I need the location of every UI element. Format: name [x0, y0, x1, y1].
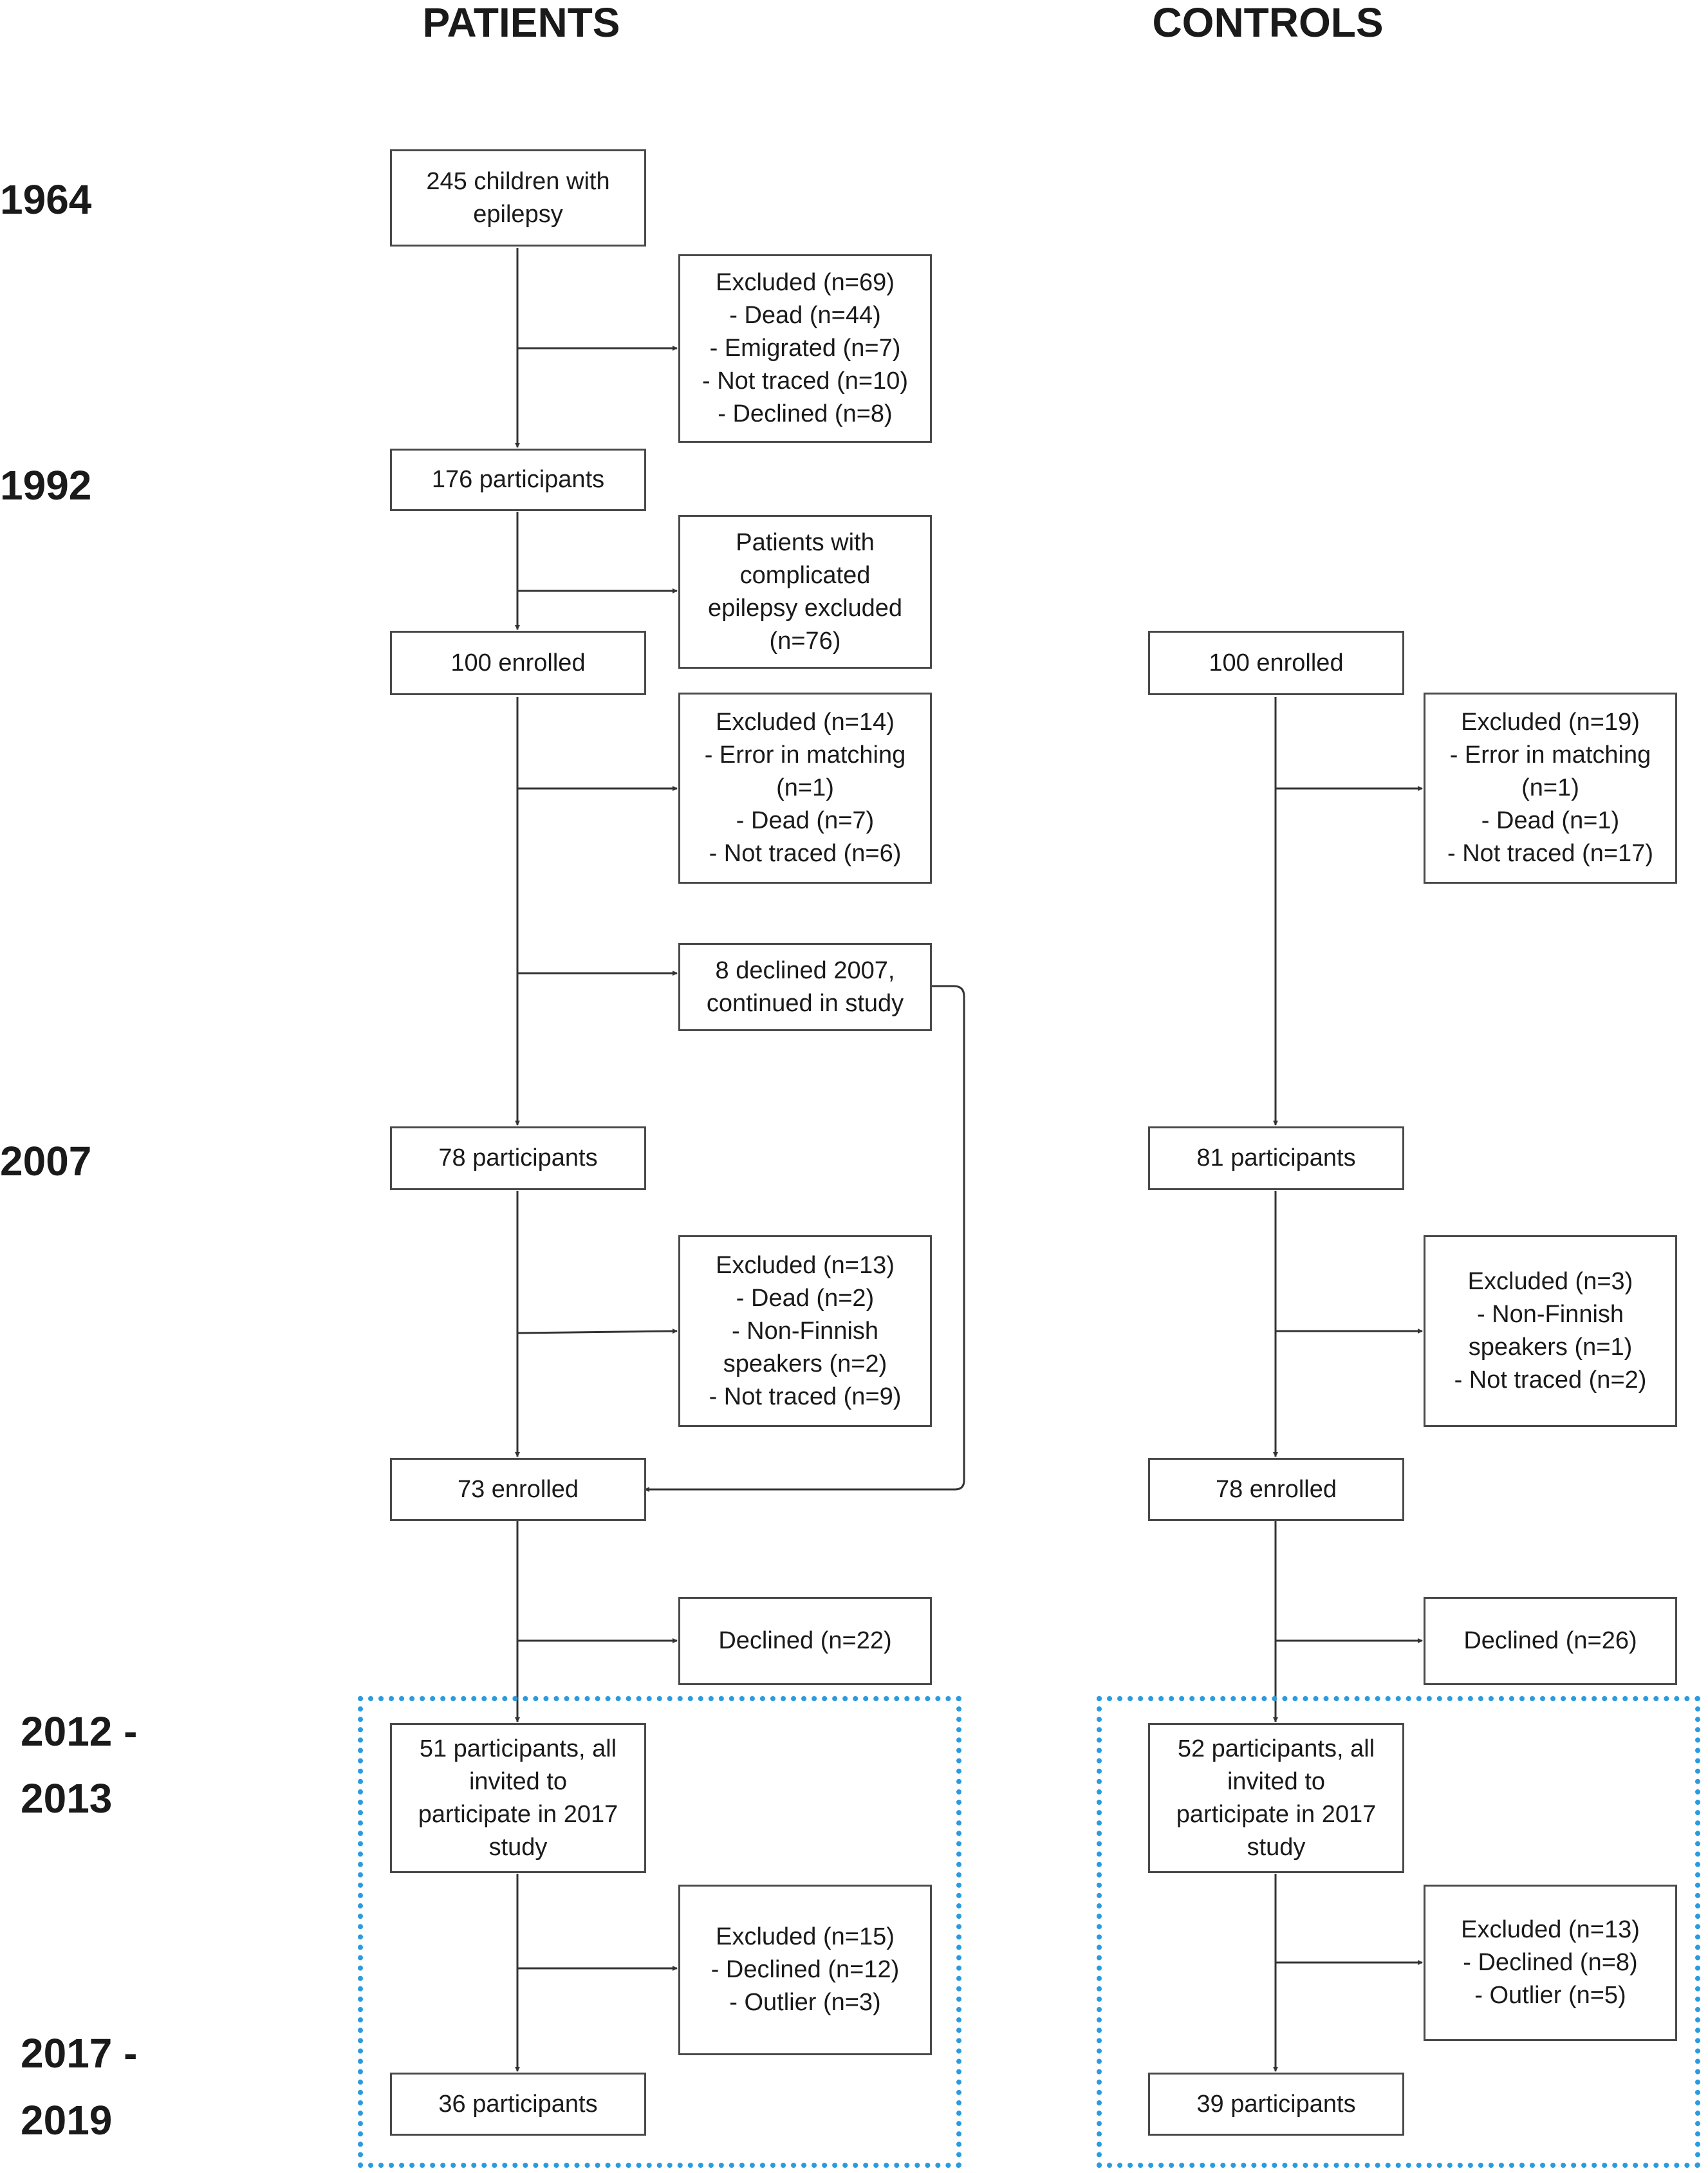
patients-declined-2007-text: 8 declined 2007, continued in study — [706, 956, 904, 1017]
patients-excluded-2017-text: Excluded (n=15) - Declined (n=12) - Outl… — [710, 1923, 900, 2016]
year-2017-2019: 2017 - 2019 — [21, 2030, 138, 2143]
controls-participants-2017-text: 39 participants — [1196, 2090, 1356, 2118]
patients-start-box: 245 children with epilepsy — [390, 149, 646, 247]
patients-participants-2017-box: 36 participants — [390, 2073, 646, 2136]
patients-start-text: 245 children with epilepsy — [426, 167, 610, 228]
patients-enrolled-2007-box: 73 enrolled — [390, 1458, 646, 1521]
controls-excluded-2017-text: Excluded (n=13) - Declined (n=8) - Outli… — [1461, 1916, 1640, 2009]
patients-enrolled-1992-box: 100 enrolled — [390, 631, 646, 695]
patients-excluded-2017-box: Excluded (n=15) - Declined (n=12) - Outl… — [678, 1885, 932, 2055]
controls-participants-2012-box: 52 participants, all invited to particip… — [1148, 1723, 1404, 1873]
controls-enrolled-2007-box: 78 enrolled — [1148, 1458, 1404, 1521]
patients-participants-2012-box: 51 participants, all invited to particip… — [390, 1723, 646, 1873]
controls-participants-2012-text: 52 participants, all invited to particip… — [1176, 1735, 1377, 1861]
controls-participants-2007-text: 81 participants — [1196, 1144, 1356, 1171]
year-2007: 2007 — [0, 1138, 92, 1184]
patients-participants-1992-text: 176 participants — [431, 466, 605, 493]
controls-enrolled-1992-text: 100 enrolled — [1209, 649, 1344, 676]
patients-participants-2017-text: 36 participants — [438, 2090, 598, 2118]
controls-declined-2012-box: Declined (n=26) — [1424, 1597, 1677, 1685]
year-1964: 1964 — [0, 176, 92, 223]
patients-excluded-2007-box: Excluded (n=13) - Dead (n=2) - Non-Finni… — [678, 1235, 932, 1427]
patients-participants-1992-box: 176 participants — [390, 449, 646, 511]
patients-declined-2007-box: 8 declined 2007, continued in study — [678, 943, 932, 1031]
patients-declined-2012-text: Declined (n=22) — [718, 1627, 892, 1654]
patients-complicated-excluded-box: Patients with complicated epilepsy exclu… — [678, 515, 932, 669]
controls-excluded-1992-text: Excluded (n=19) - Error in matching (n=1… — [1447, 709, 1653, 867]
controls-excluded-2007-text: Excluded (n=3) - Non-Finnish speakers (n… — [1454, 1268, 1647, 1394]
patients-enrolled-2007-text: 73 enrolled — [457, 1475, 579, 1503]
controls-followup-region — [1097, 1696, 1700, 2168]
controls-excluded-1992-box: Excluded (n=19) - Error in matching (n=1… — [1424, 693, 1677, 884]
controls-participants-2017-box: 39 participants — [1148, 2073, 1404, 2136]
patients-participants-2012-text: 51 participants, all invited to particip… — [418, 1735, 618, 1861]
controls-excluded-2017-box: Excluded (n=13) - Declined (n=8) - Outli… — [1424, 1885, 1677, 2041]
patients-followup-region — [358, 1696, 961, 2168]
patients-excluded-1992-text: Excluded (n=14) - Error in matching (n=1… — [704, 709, 906, 867]
patients-enrolled-1992-text: 100 enrolled — [450, 649, 586, 676]
controls-declined-2012-text: Declined (n=26) — [1463, 1627, 1637, 1654]
declined-return-path — [644, 985, 965, 1492]
controls-enrolled-2007-text: 78 enrolled — [1215, 1475, 1337, 1503]
controls-participants-2007-box: 81 participants — [1148, 1126, 1404, 1190]
patients-participants-2007-text: 78 participants — [438, 1144, 598, 1171]
patients-declined-2012-box: Declined (n=22) — [678, 1597, 932, 1685]
patients-complicated-excluded-text: Patients with complicated epilepsy exclu… — [707, 528, 903, 655]
patients-excluded-1964-text: Excluded (n=69) - Dead (n=44) - Emigrate… — [702, 269, 908, 427]
patients-branch-2007 — [517, 1329, 678, 1334]
year-1992: 1992 — [0, 462, 92, 508]
patients-header: PATIENTS — [422, 0, 620, 46]
controls-header: CONTROLS — [1152, 0, 1384, 46]
patients-participants-2007-box: 78 participants — [390, 1126, 646, 1190]
controls-excluded-2007-box: Excluded (n=3) - Non-Finnish speakers (n… — [1424, 1235, 1677, 1427]
patients-excluded-1964-box: Excluded (n=69) - Dead (n=44) - Emigrate… — [678, 254, 932, 443]
year-2012-2013: 2012 - 2013 — [21, 1708, 138, 1822]
patients-excluded-1992-box: Excluded (n=14) - Error in matching (n=1… — [678, 693, 932, 884]
controls-enrolled-1992-box: 100 enrolled — [1148, 631, 1404, 695]
patients-excluded-2007-text: Excluded (n=13) - Dead (n=2) - Non-Finni… — [709, 1251, 902, 1410]
